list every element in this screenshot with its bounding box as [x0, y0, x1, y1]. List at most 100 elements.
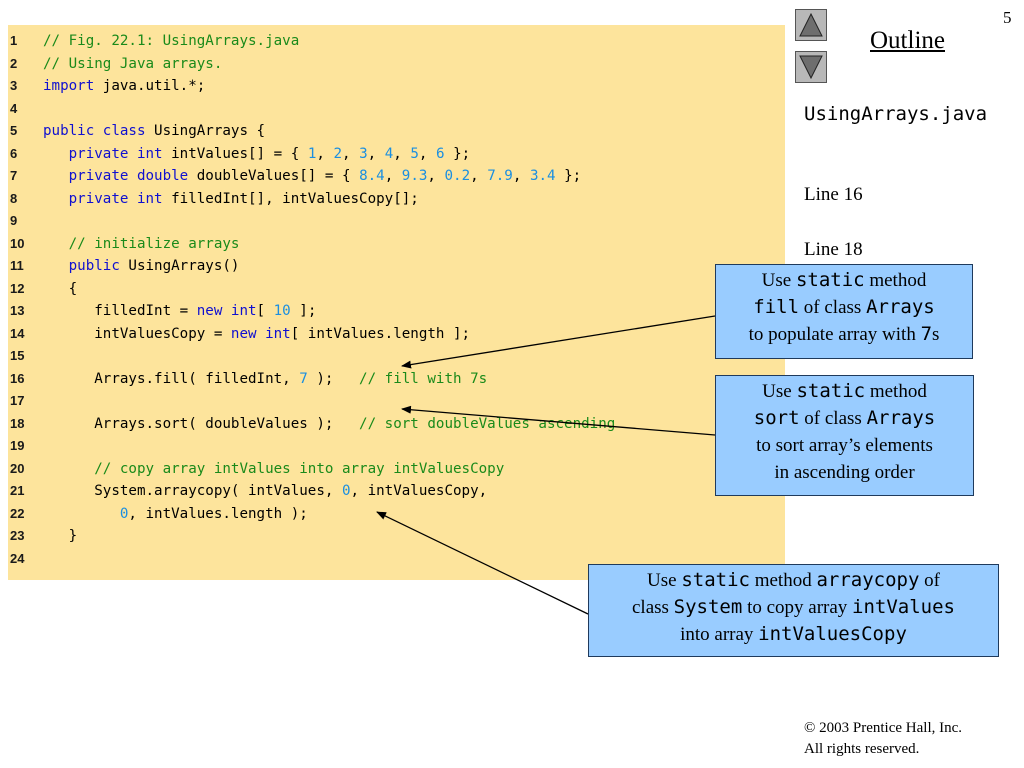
code-term: sort [753, 407, 800, 429]
code-token: intValues[] = { [162, 145, 308, 162]
code-token: , [512, 168, 530, 184]
keyword: import [43, 78, 95, 94]
number-literal: 7.9 [487, 168, 513, 184]
number-literal: 3 [359, 145, 368, 162]
line-number: 12 [10, 280, 25, 296]
code-term: static [681, 569, 750, 591]
callout-text: of [919, 570, 940, 591]
line-number: 7 [10, 168, 18, 183]
code-text: // copy array intValues into array intVa… [43, 458, 504, 481]
line-number: 4 [10, 100, 18, 116]
line-number: 16 [10, 370, 25, 386]
outline-link[interactable]: Outline [870, 27, 945, 54]
code-token: }; [444, 145, 471, 162]
line-number: 13 [10, 303, 25, 318]
number-literal: 0 [341, 483, 351, 499]
code-token: } [43, 528, 78, 544]
keyword: public class [43, 123, 146, 139]
previous-slide-button[interactable] [795, 9, 827, 41]
file-name: UsingArrays.java [804, 103, 988, 125]
keyword: new int [196, 303, 257, 319]
code-text: intValuesCopy = new int[ intValues.lengt… [43, 323, 470, 346]
copyright-notice: © 2003 Prentice Hall, Inc. All rights re… [804, 718, 962, 760]
line-number: 15 [10, 348, 25, 363]
number-literal: 5 [410, 145, 419, 162]
number-literal: 3.4 [529, 168, 556, 184]
comment: // fill with 7s [359, 370, 488, 387]
code-token: filledInt[], intValuesCopy[]; [162, 190, 419, 207]
line-number: 21 [10, 483, 25, 498]
code-token: , [384, 168, 402, 184]
line-number: 22 [10, 505, 25, 521]
rights-line: All rights reserved. [804, 741, 920, 757]
callout-text: class [631, 597, 674, 618]
code-token: [ [256, 303, 274, 319]
code-token: doubleValues[] = { [188, 168, 360, 184]
line-number: 2 [10, 55, 18, 71]
code-text: public class UsingArrays { [43, 120, 265, 143]
line-number: 17 [10, 393, 25, 408]
callout-text: of class [799, 408, 867, 429]
code-token: , [367, 145, 385, 162]
callout-text: method [864, 270, 927, 291]
line-number: 5 [10, 123, 18, 138]
comment: // initialize arrays [68, 235, 240, 252]
comment: // Using Java arrays. [43, 55, 223, 72]
code-text: { [43, 278, 78, 301]
code-token [43, 258, 69, 274]
code-token [43, 236, 69, 252]
code-text: public UsingArrays() [43, 255, 240, 278]
code-term: Arrays [866, 296, 935, 318]
code-token [43, 146, 69, 162]
callout-text: Use [761, 270, 796, 291]
number-literal: 9.3 [401, 168, 428, 184]
number-literal: 7 [299, 370, 308, 387]
line-number: 14 [10, 325, 25, 341]
callout-text: Use [762, 381, 797, 402]
comment: // copy array intValues into array intVa… [94, 460, 505, 477]
line-number: 9 [10, 213, 18, 228]
line-number: 11 [10, 258, 24, 273]
code-token: ]; [290, 303, 317, 319]
line-number: 24 [10, 550, 25, 566]
code-term: fill [753, 296, 800, 318]
code-token [43, 168, 69, 184]
code-token: UsingArrays() [119, 258, 240, 274]
keyword: private double [68, 168, 189, 184]
keyword: private int [68, 190, 163, 207]
callout-text: into array [680, 624, 759, 645]
line-number: 18 [10, 415, 25, 431]
code-token: , [470, 168, 488, 184]
code-text: filledInt = new int[ 10 ]; [43, 300, 316, 323]
code-text: private double doubleValues[] = { 8.4, 9… [43, 165, 582, 188]
code-token: intValuesCopy = [43, 325, 231, 342]
line-number: 19 [10, 438, 25, 453]
line-number: 8 [10, 190, 18, 206]
code-text: import java.util.*; [43, 75, 205, 98]
code-token: , [427, 168, 445, 184]
side-note-line-16: Line 16 [804, 184, 863, 205]
line-number: 6 [10, 145, 18, 161]
code-text: 0, intValues.length ); [43, 503, 308, 526]
code-token [43, 506, 120, 522]
code-token [43, 461, 94, 477]
code-text: // Fig. 22.1: UsingArrays.java [43, 30, 299, 53]
code-token: UsingArrays { [145, 123, 266, 139]
code-token: filledInt = [43, 303, 197, 319]
code-text: } [43, 525, 78, 548]
code-text: // Using Java arrays. [43, 53, 222, 76]
number-literal: 2 [333, 145, 342, 162]
code-token: , [342, 145, 360, 162]
next-slide-button[interactable] [795, 51, 827, 83]
code-term: 7 [920, 323, 933, 345]
line-number: 10 [10, 235, 25, 251]
code-text: // initialize arrays [43, 233, 240, 256]
comment: // Fig. 22.1: UsingArrays.java [43, 33, 300, 49]
page-number: 5 [1003, 8, 1012, 27]
code-token: , [393, 145, 411, 162]
line-number: 3 [10, 78, 18, 93]
callout-text: to populate array with [748, 324, 921, 345]
code-token: Arrays.fill( filledInt, [43, 370, 300, 387]
line-number: 23 [10, 528, 25, 543]
